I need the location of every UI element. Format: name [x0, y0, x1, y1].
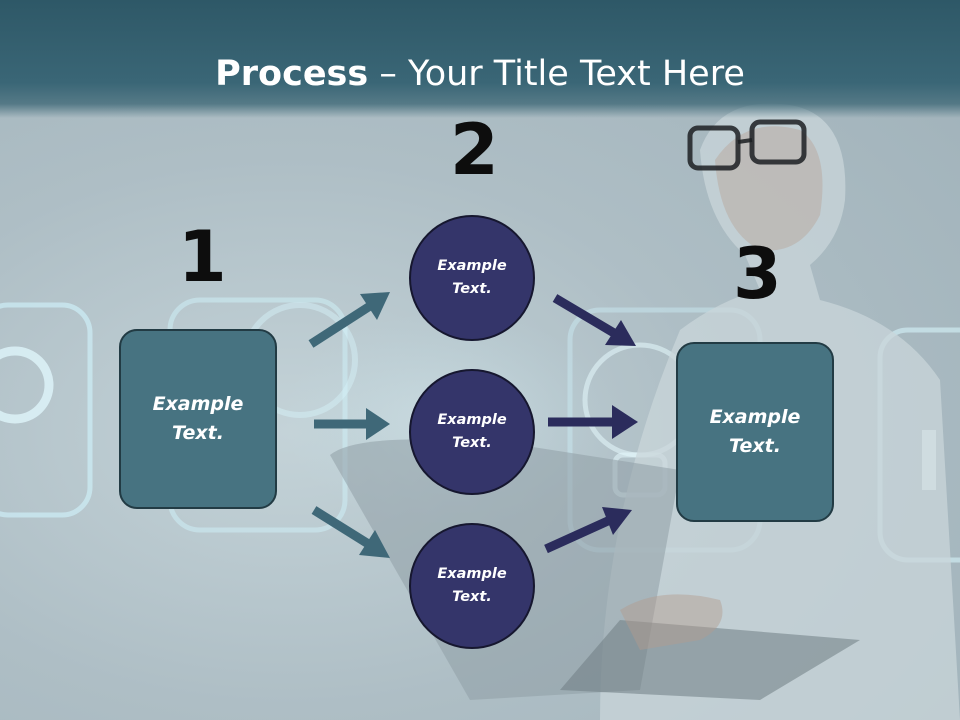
circle-3-line2: Text. [452, 589, 492, 605]
step-number-1: 1 [178, 216, 227, 298]
arrow-left-to-top [308, 292, 390, 348]
title-bold: Process [215, 54, 369, 94]
arrow-middle-to-right [548, 405, 638, 439]
right-box-line2: Text. [729, 435, 781, 457]
title-band [0, 0, 960, 118]
circle-1-line2: Text. [452, 281, 492, 297]
circle-3-line1: Example [437, 566, 507, 582]
arrow-bottom-to-right [544, 507, 632, 554]
left-box-line2: Text. [172, 422, 224, 444]
circle-1-line1: Example [437, 258, 507, 274]
circle-2-line2: Text. [452, 435, 492, 451]
circle-2-line1: Example [437, 412, 507, 428]
step-number-2: 2 [450, 109, 499, 191]
left-box-line1: Example [152, 393, 244, 415]
arrow-left-to-middle [314, 408, 390, 440]
arrow-top-to-right [552, 294, 636, 346]
title-rest: – Your Title Text Here [368, 54, 745, 94]
right-box-line1: Example [709, 406, 801, 428]
arrow-left-to-bottom [311, 506, 390, 558]
step-number-3: 3 [733, 233, 782, 315]
page-title: Process – Your Title Text Here [0, 52, 960, 96]
